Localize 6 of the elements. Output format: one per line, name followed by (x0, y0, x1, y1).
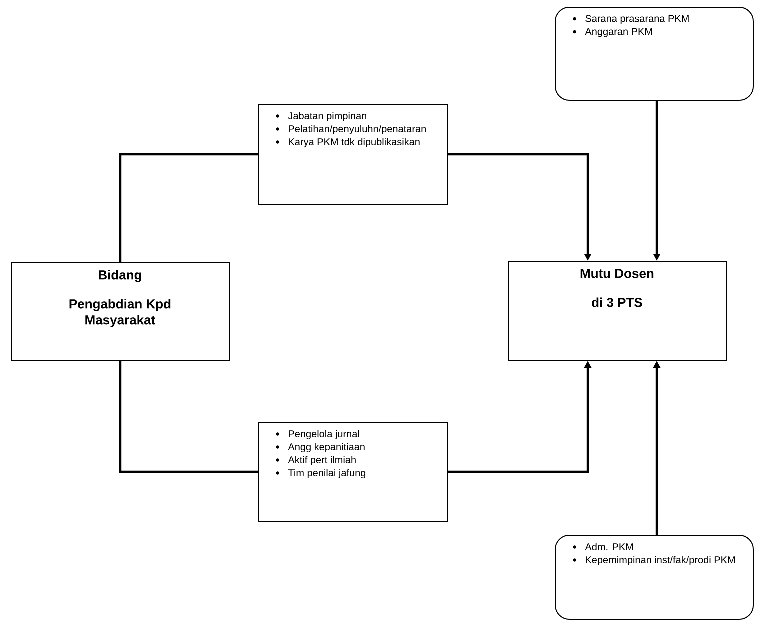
text-box: Jabatan pimpinan Pelatihan/penyuluhn/penataran Karya PKM tdk dipublikasikan (258, 104, 448, 205)
text-box: Bidang Pengabdian Kpd Masyarakat (11, 262, 230, 361)
text-box: Pengelola jurnal Angg kepanitiaan Aktif pert ilmiah Tim penilai jafung (258, 422, 448, 522)
rounded-box: Sarana prasarana PKM Anggaran PKM (555, 7, 754, 101)
text-box: Mutu Dosen di 3 PTS (508, 261, 727, 361)
rounded-box: Adm. PKM Kepemimpinan inst/fak/prodi PKM (555, 535, 754, 620)
